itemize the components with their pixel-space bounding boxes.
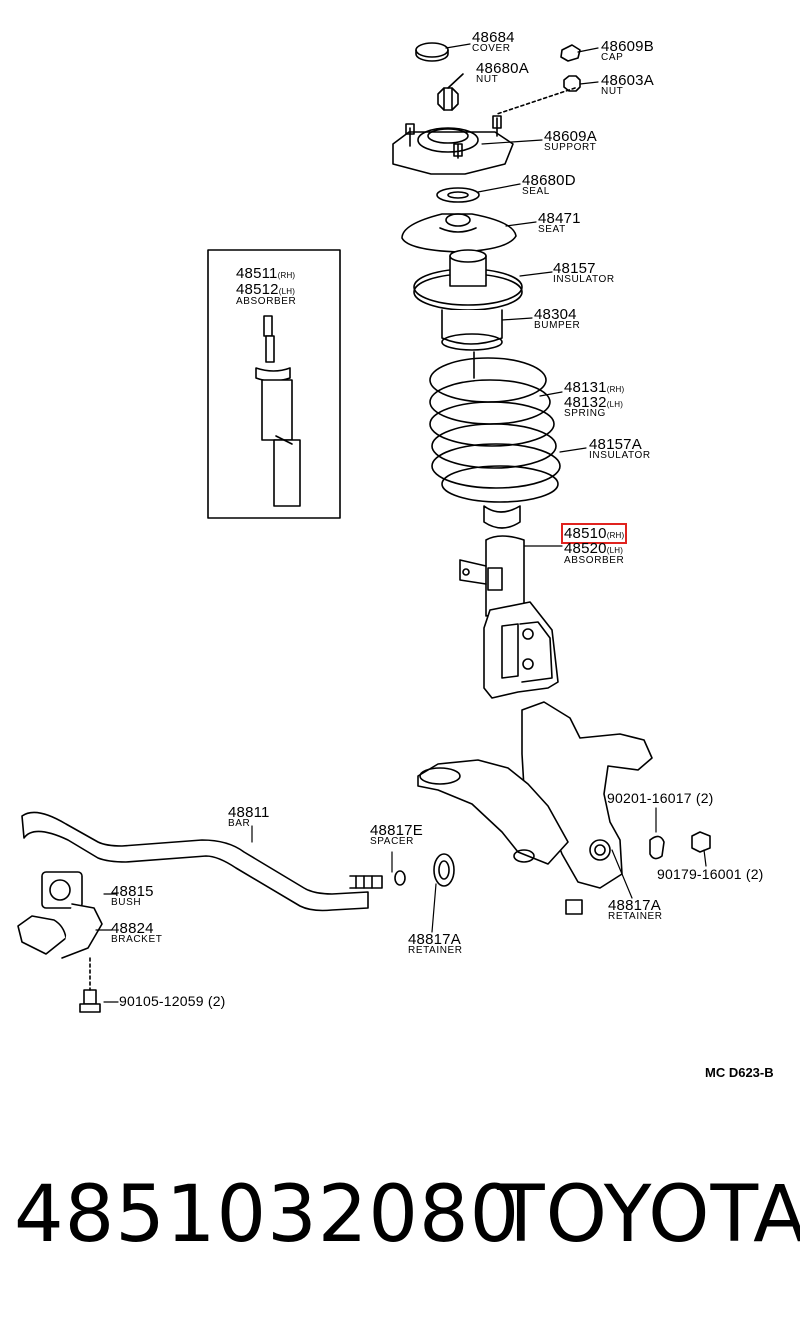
label-nut-b-name: NUT [601,86,624,97]
label-insulator-top-num: 48157 [553,260,596,277]
label-cap-num: 48609B [601,38,654,55]
label-nut-c: 90179-16001 (2) [657,866,764,882]
insulator-low-drawing [483,505,521,529]
leader-lines [95,43,707,1003]
label-support-name: SUPPORT [544,142,597,153]
support-drawing [392,115,514,175]
nut-drawing [437,73,464,111]
label-bar-name: BAR [228,818,251,829]
label-cover-name: COVER [472,43,511,54]
bumper-drawing [441,309,503,379]
label-bolt-2: 90105-12059 (2) [119,993,226,1009]
label-seal-name: SEAL [522,186,550,197]
label-absorber-inset-name: ABSORBER [236,296,297,307]
label-bolt-1: 90201-16017 (2) [607,790,714,806]
label-bush-name: BUSH [111,897,142,908]
label-bumper-name: BUMPER [534,320,581,331]
label-spacer-num: 48817E [370,822,423,839]
label-bumper-num: 48304 [534,306,577,323]
label-cap-name: CAP [601,52,624,63]
label-spring-name: SPRING [564,408,606,419]
cap-drawing [560,44,581,62]
label-nut-a-name: NUT [476,74,499,85]
label-retainer-a-num: 48817A [408,931,461,948]
label-cover-num: 48684 [472,29,515,46]
label-retainer-a-name: RETAINER [408,945,463,956]
label-bush-num: 48815 [111,883,154,900]
insulator-top-drawing [413,249,523,311]
stabilizer-bar-drawing [21,811,406,912]
label-seat-name: SEAT [538,224,566,235]
seal-drawing [436,187,480,203]
small-bolt-drawing [649,831,711,860]
label-insulator-low-name: INSULATOR [589,450,651,461]
lower-arm-drawing [417,759,569,865]
seat-drawing [401,213,517,253]
diagram-code: MC D623-B [705,1065,774,1080]
label-retainer-b-num: 48817A [608,897,661,914]
nut-b-drawing [496,75,581,115]
label-absorber-main-lh-num: 48520(LH) [564,540,624,557]
label-spring-rh-num: 48131(RH) [564,379,625,396]
label-bracket-name: BRACKET [111,934,163,945]
retainer-drawing [433,853,455,887]
label-support-num: 48609A [544,128,597,145]
label-absorber-inset-lh-num: 48512(LH) [236,281,296,298]
label-seal-num: 48680D [522,172,576,189]
absorber-main-drawing [459,535,559,699]
label-spring-lh-num: 48132(LH) [564,394,624,411]
label-spacer-name: SPACER [370,836,414,847]
label-absorber-main-name: ABSORBER [564,555,625,566]
cover-drawing [415,42,449,62]
bush-bracket-drawing [17,871,103,991]
spring-drawing [429,357,561,503]
label-bracket-num: 48824 [111,920,154,937]
label-seat-num: 48471 [538,210,581,227]
label-retainer-b-name: RETAINER [608,911,663,922]
inset-absorber-drawing [207,249,341,519]
bolt-drawing [79,989,101,1013]
label-insulator-low-num: 48157A [589,436,642,453]
label-bar-num: 48811 [228,804,270,821]
brand-title: TOYOTA [497,1170,800,1260]
label-insulator-top-name: INSULATOR [553,274,615,285]
part-number-title: 4851032080 [14,1170,521,1260]
label-absorber-main-rh-num-highlighted[interactable]: 48510(RH) [560,523,628,544]
label-nut-b-num: 48603A [601,72,654,89]
exploded-suspension-diagram [17,42,711,1013]
label-nut-a-num: 48680A [476,60,529,77]
label-absorber-inset-rh-num: 48511(RH) [236,265,296,282]
